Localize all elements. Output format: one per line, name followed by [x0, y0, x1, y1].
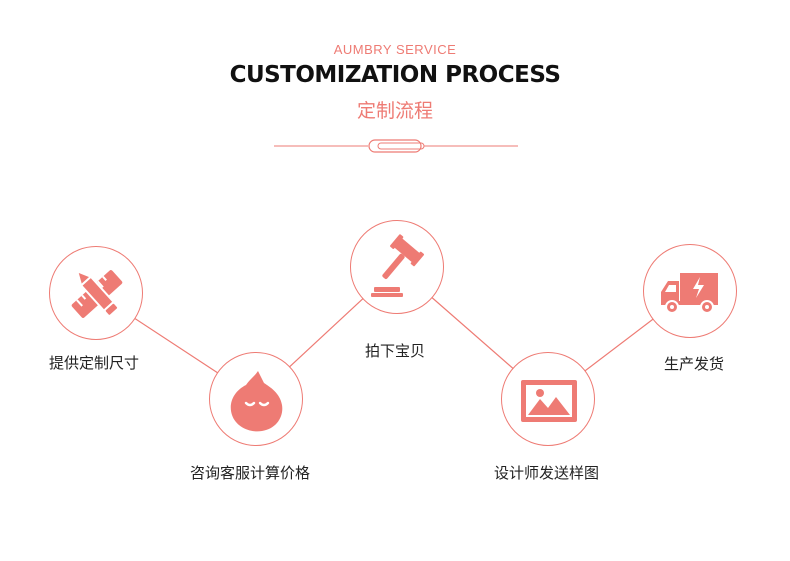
page-title: CUSTOMIZATION PROCESS [229, 62, 561, 88]
picture-icon [521, 380, 577, 422]
step-3-circle [350, 220, 444, 314]
chat-bubble-icon [230, 371, 283, 432]
step-3-label: 拍下宝贝 [365, 342, 426, 360]
brand-service-label: AUMBRY SERVICE [333, 42, 457, 57]
delivery-truck-icon [661, 273, 718, 314]
step-1-circle [49, 246, 143, 340]
step-4-label: 设计师发送样图 [494, 464, 600, 482]
auction-hammer-icon [371, 234, 424, 297]
page-title-cn: 定制流程 [356, 100, 433, 122]
step-5-label: 生产发货 [664, 355, 725, 373]
step-2-label: 咨询客服计算价格 [190, 464, 311, 482]
pencil-ruler-icon [71, 269, 123, 318]
step-1-label: 提供定制尺寸 [49, 354, 140, 372]
step-5-circle [643, 244, 737, 338]
step-2-circle [209, 352, 303, 446]
step-4-circle [501, 352, 595, 446]
